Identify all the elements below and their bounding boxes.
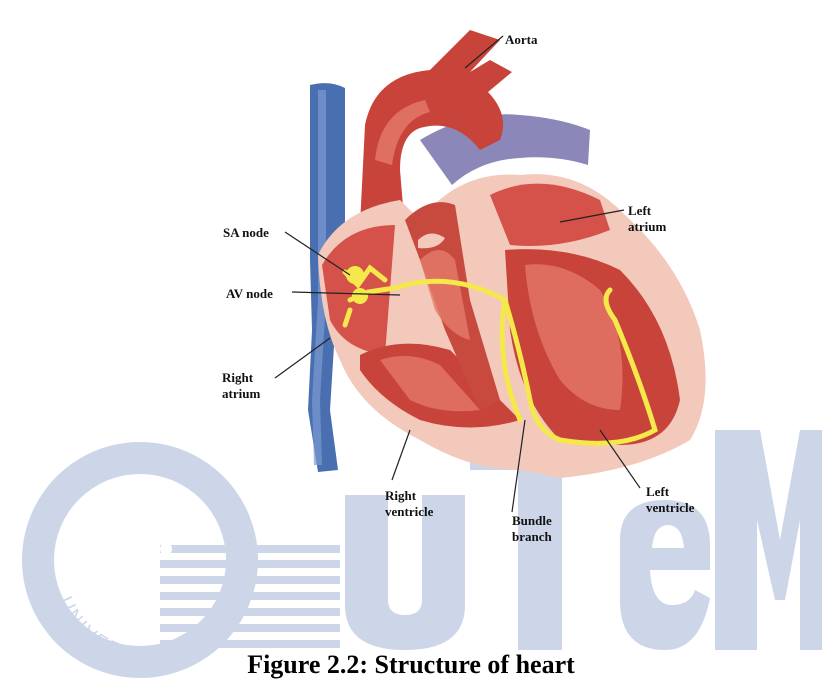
label-aorta: Aorta	[505, 32, 538, 48]
sa-node	[346, 266, 364, 284]
label-right-atrium: Right atrium	[222, 370, 260, 402]
label-bundle-branch: Bundle branch	[512, 513, 552, 545]
figure-caption: Figure 2.2: Structure of heart	[0, 650, 822, 680]
label-left-ventricle: Left ventricle	[646, 484, 694, 516]
label-av-node: AV node	[226, 286, 273, 302]
label-right-ventricle: Right ventricle	[385, 488, 433, 520]
label-left-atrium: Left atrium	[628, 203, 666, 235]
label-sa-node: SA node	[223, 225, 269, 241]
av-node	[352, 288, 368, 304]
